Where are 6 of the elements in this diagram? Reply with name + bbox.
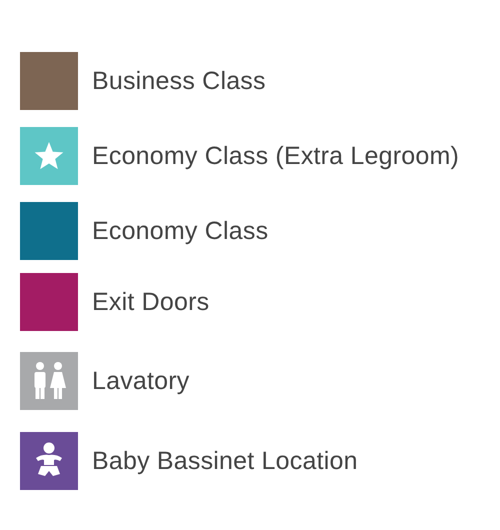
legend-label: Business Class xyxy=(92,66,266,96)
legend-label: Lavatory xyxy=(92,366,190,396)
legend-label: Economy Class xyxy=(92,216,268,246)
legend-label: Exit Doors xyxy=(92,288,210,316)
legend-label: Economy Class (Extra Legroom) xyxy=(92,142,460,170)
legend-label: Baby Bassinet Location xyxy=(92,446,358,476)
